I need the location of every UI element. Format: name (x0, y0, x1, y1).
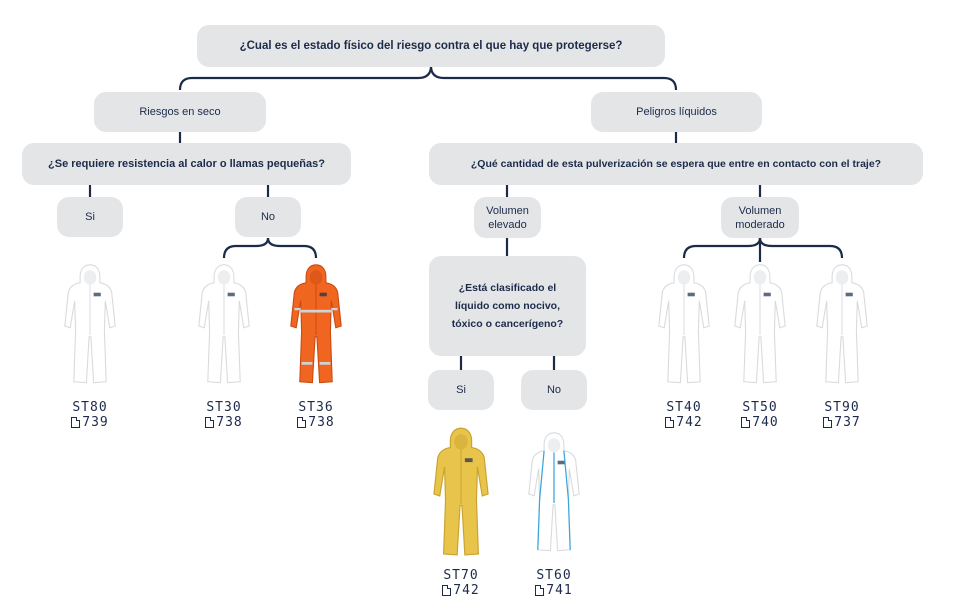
product-code: ST80 (72, 400, 108, 415)
product-page-ref: 738 (281, 415, 351, 430)
connector-moderate-st40 (682, 237, 762, 259)
product-code: ST36 (298, 400, 334, 415)
page-icon (297, 417, 307, 428)
coverall-st70-icon (433, 427, 489, 556)
connector-root-liquid (429, 65, 678, 91)
connector-root-dry (178, 65, 433, 91)
dry-risks-label: Riesgos en seco (139, 106, 221, 118)
page-number: 738 (308, 415, 335, 430)
moderate-volume-label: Volumen moderado (735, 204, 785, 231)
product-page-ref: 742 (426, 583, 496, 598)
classified-no-box: No (521, 370, 587, 410)
product-page-ref: 740 (725, 415, 795, 430)
classified-no-label: No (546, 384, 562, 396)
connector-no-st30 (222, 237, 270, 259)
product-page-ref: 741 (519, 583, 589, 598)
page-number: 741 (546, 583, 573, 598)
moderate-volume-box: Volumen moderado (721, 197, 799, 238)
page-number: 742 (676, 415, 703, 430)
coverall-st60-icon (528, 432, 580, 552)
classified-yes-box: Si (428, 370, 494, 410)
product-page-ref: 737 (807, 415, 877, 430)
product-code: ST50 (742, 400, 778, 415)
root-question: ¿Cual es el estado físico del riesgo con… (197, 25, 665, 67)
page-number: 739 (82, 415, 109, 430)
page-number: 737 (834, 415, 861, 430)
coverall-st40-icon (658, 264, 710, 384)
page-number: 740 (752, 415, 779, 430)
liquid-question-box: ¿Qué cantidad de esta pulverización se e… (429, 143, 923, 185)
dry-yes-label: Si (85, 211, 95, 223)
dry-risks-box: Riesgos en seco (94, 92, 266, 132)
page-icon (205, 417, 215, 428)
coverall-st80-icon (64, 264, 116, 384)
coverall-st36-icon (290, 264, 342, 384)
liquid-hazards-box: Peligros líquidos (591, 92, 762, 132)
page-icon (535, 585, 545, 596)
coverall-st50-icon (734, 264, 786, 384)
connector-moderate-st90 (758, 237, 844, 259)
connector-no-st36 (266, 237, 318, 259)
product-code: ST70 (443, 568, 479, 583)
page-icon (71, 417, 81, 428)
product-code: ST60 (536, 568, 572, 583)
product-code: ST90 (824, 400, 860, 415)
product-page-ref: 739 (55, 415, 125, 430)
classified-question-box: ¿Está clasificado el líquido como nocivo… (429, 256, 586, 356)
product-page-ref: 742 (649, 415, 719, 430)
dry-question-text: ¿Se requiere resistencia al calor o llam… (48, 158, 325, 170)
coverall-st30-icon (198, 264, 250, 384)
page-icon (442, 585, 452, 596)
classified-question-text: ¿Está clasificado el líquido como nocivo… (451, 282, 564, 330)
product-page-ref: 738 (189, 415, 259, 430)
product-code: ST30 (206, 400, 242, 415)
page-icon (823, 417, 833, 428)
page-icon (665, 417, 675, 428)
dry-yes-box: Si (57, 197, 123, 237)
dry-no-label: No (260, 211, 276, 223)
liquid-hazards-label: Peligros líquidos (636, 106, 717, 118)
coverall-st90-icon (816, 264, 868, 384)
high-volume-label: Volumen elevado (486, 204, 529, 231)
page-icon (741, 417, 751, 428)
high-volume-box: Volumen elevado (474, 197, 541, 238)
page-number: 742 (453, 583, 480, 598)
classified-yes-label: Si (456, 384, 466, 396)
liquid-question-text: ¿Qué cantidad de esta pulverización se e… (470, 158, 882, 170)
product-code: ST40 (666, 400, 702, 415)
page-number: 738 (216, 415, 243, 430)
dry-question-box: ¿Se requiere resistencia al calor o llam… (22, 143, 351, 185)
root-question-text: ¿Cual es el estado físico del riesgo con… (239, 40, 623, 52)
dry-no-box: No (235, 197, 301, 237)
